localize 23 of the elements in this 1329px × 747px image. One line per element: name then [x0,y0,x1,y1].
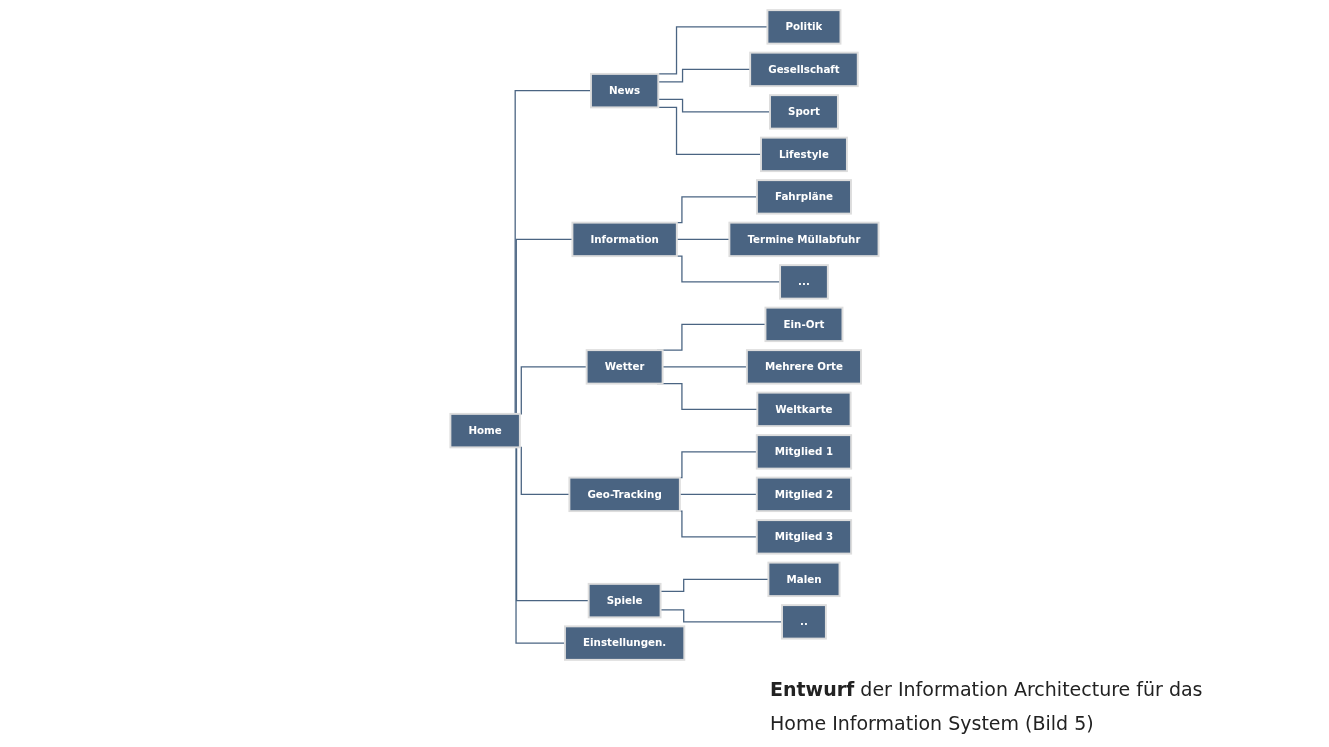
node-box: Wetter [585,349,664,385]
node-box: Lifestyle [760,136,848,173]
node-box: Weltkarte [756,391,852,428]
node-box: Einstellungen. [564,625,686,661]
node-box: Sport [769,94,839,130]
node-box: Politik [766,9,842,45]
node-box: .. [781,604,827,640]
node-box: Spiele [587,582,662,619]
node-box: Ein-Ort [764,306,844,343]
node-box: Mitglied 2 [755,476,853,513]
node-box: News [590,72,660,109]
node-box: Mehrere Orte [745,349,862,385]
node-box: Fahrpläne [756,179,852,215]
node-box: Information [571,221,678,258]
caption: Entwurf der Information Architecture für das Home Information System (Bild 5) [770,677,1204,736]
node-box: Malen [767,561,841,598]
node-box: Mitglied 3 [755,519,853,555]
node-box: Gesellschaft [749,51,859,88]
node-box: ... [779,264,829,300]
node-box: Mitglied 1 [755,434,853,470]
node-box: Geo-Tracking [568,476,681,513]
node-box: Home [449,412,521,449]
node-box: Termine Müllabfuhr [728,221,880,258]
